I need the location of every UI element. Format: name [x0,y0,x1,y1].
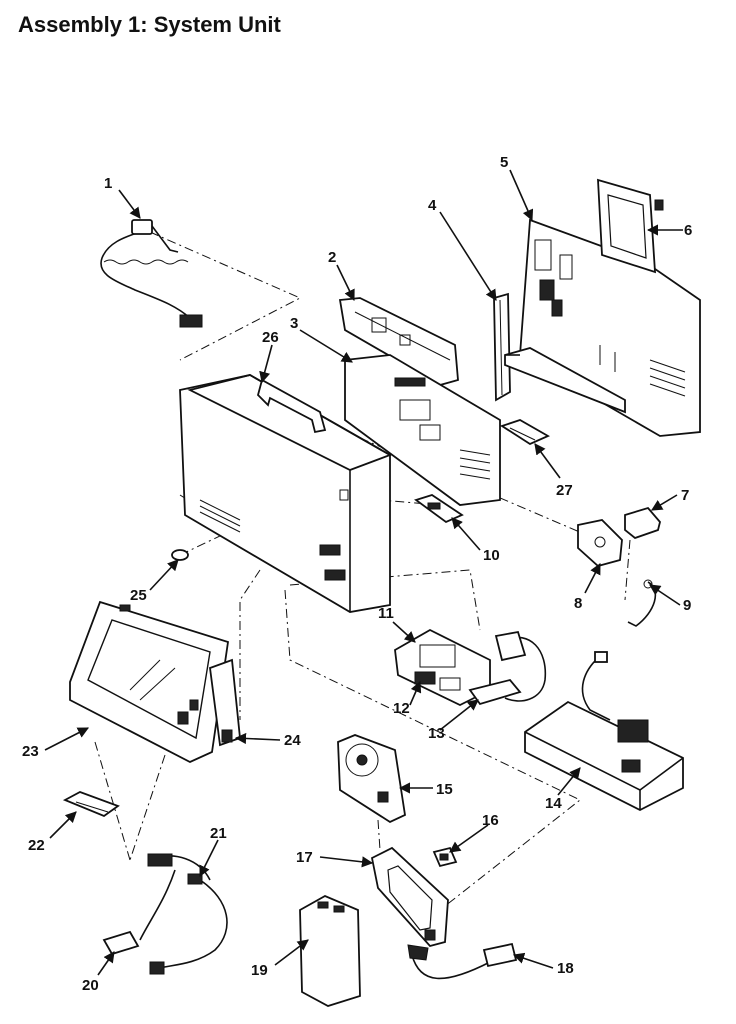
callout-1: 1 [104,175,112,192]
callout-19: 19 [251,962,268,979]
callout-22: 22 [28,837,45,854]
callout-5: 5 [500,154,508,171]
callout-labels: 1 2 3 4 5 6 7 8 9 10 11 12 13 14 15 16 1… [22,154,692,994]
callout-12: 12 [393,700,410,717]
callout-7: 7 [681,487,689,504]
part-15-disk-drive [337,734,406,824]
part-8-switch-assembly [577,519,623,567]
callout-10: 10 [483,547,500,564]
part-2-small-board [338,297,459,386]
callout-25: 25 [130,587,147,604]
callout-4: 4 [428,197,437,214]
part-7-block [624,506,661,540]
callout-2: 2 [328,249,336,266]
part-17-drive-cage [370,846,449,948]
callout-15: 15 [436,781,453,798]
callout-27: 27 [556,482,573,499]
part-26-main-housing [179,374,393,613]
leader-lines [44,169,683,976]
part-23-display-panel [69,600,230,764]
part-6-frame [597,178,664,274]
part-1-coiled-cable [100,219,203,328]
callout-9: 9 [683,597,691,614]
callout-16: 16 [482,812,499,829]
callout-24: 24 [284,732,301,749]
callout-14: 14 [545,795,562,812]
part-9-clip [627,579,657,627]
callout-23: 23 [22,743,39,760]
part-22-small-panel [62,791,120,818]
callout-17: 17 [296,849,313,866]
part-20-connector [102,930,140,956]
part-10-bracket-plate [414,494,464,524]
callout-11: 11 [378,605,394,622]
callout-8: 8 [574,595,582,612]
callout-13: 13 [428,725,445,742]
page-title: Assembly 1: System Unit [18,12,281,37]
part-4-vertical-bracket [493,292,511,402]
part-14-power-supply [524,651,684,812]
callout-26: 26 [262,329,279,346]
part-21-cable-harness [139,853,228,975]
callout-3: 3 [290,315,298,332]
part-25-washer [171,549,189,561]
part-11-drive-assembly [394,628,491,707]
part-27-connector [499,419,550,446]
callout-6: 6 [684,222,692,239]
callout-18: 18 [557,960,574,977]
part-19-cover [299,894,361,1007]
callout-21: 21 [210,825,227,842]
part-13-ribbon-cable [468,630,547,706]
callout-20: 20 [82,977,99,994]
part-18-cable [407,942,518,980]
part-3-system-board [344,354,501,506]
